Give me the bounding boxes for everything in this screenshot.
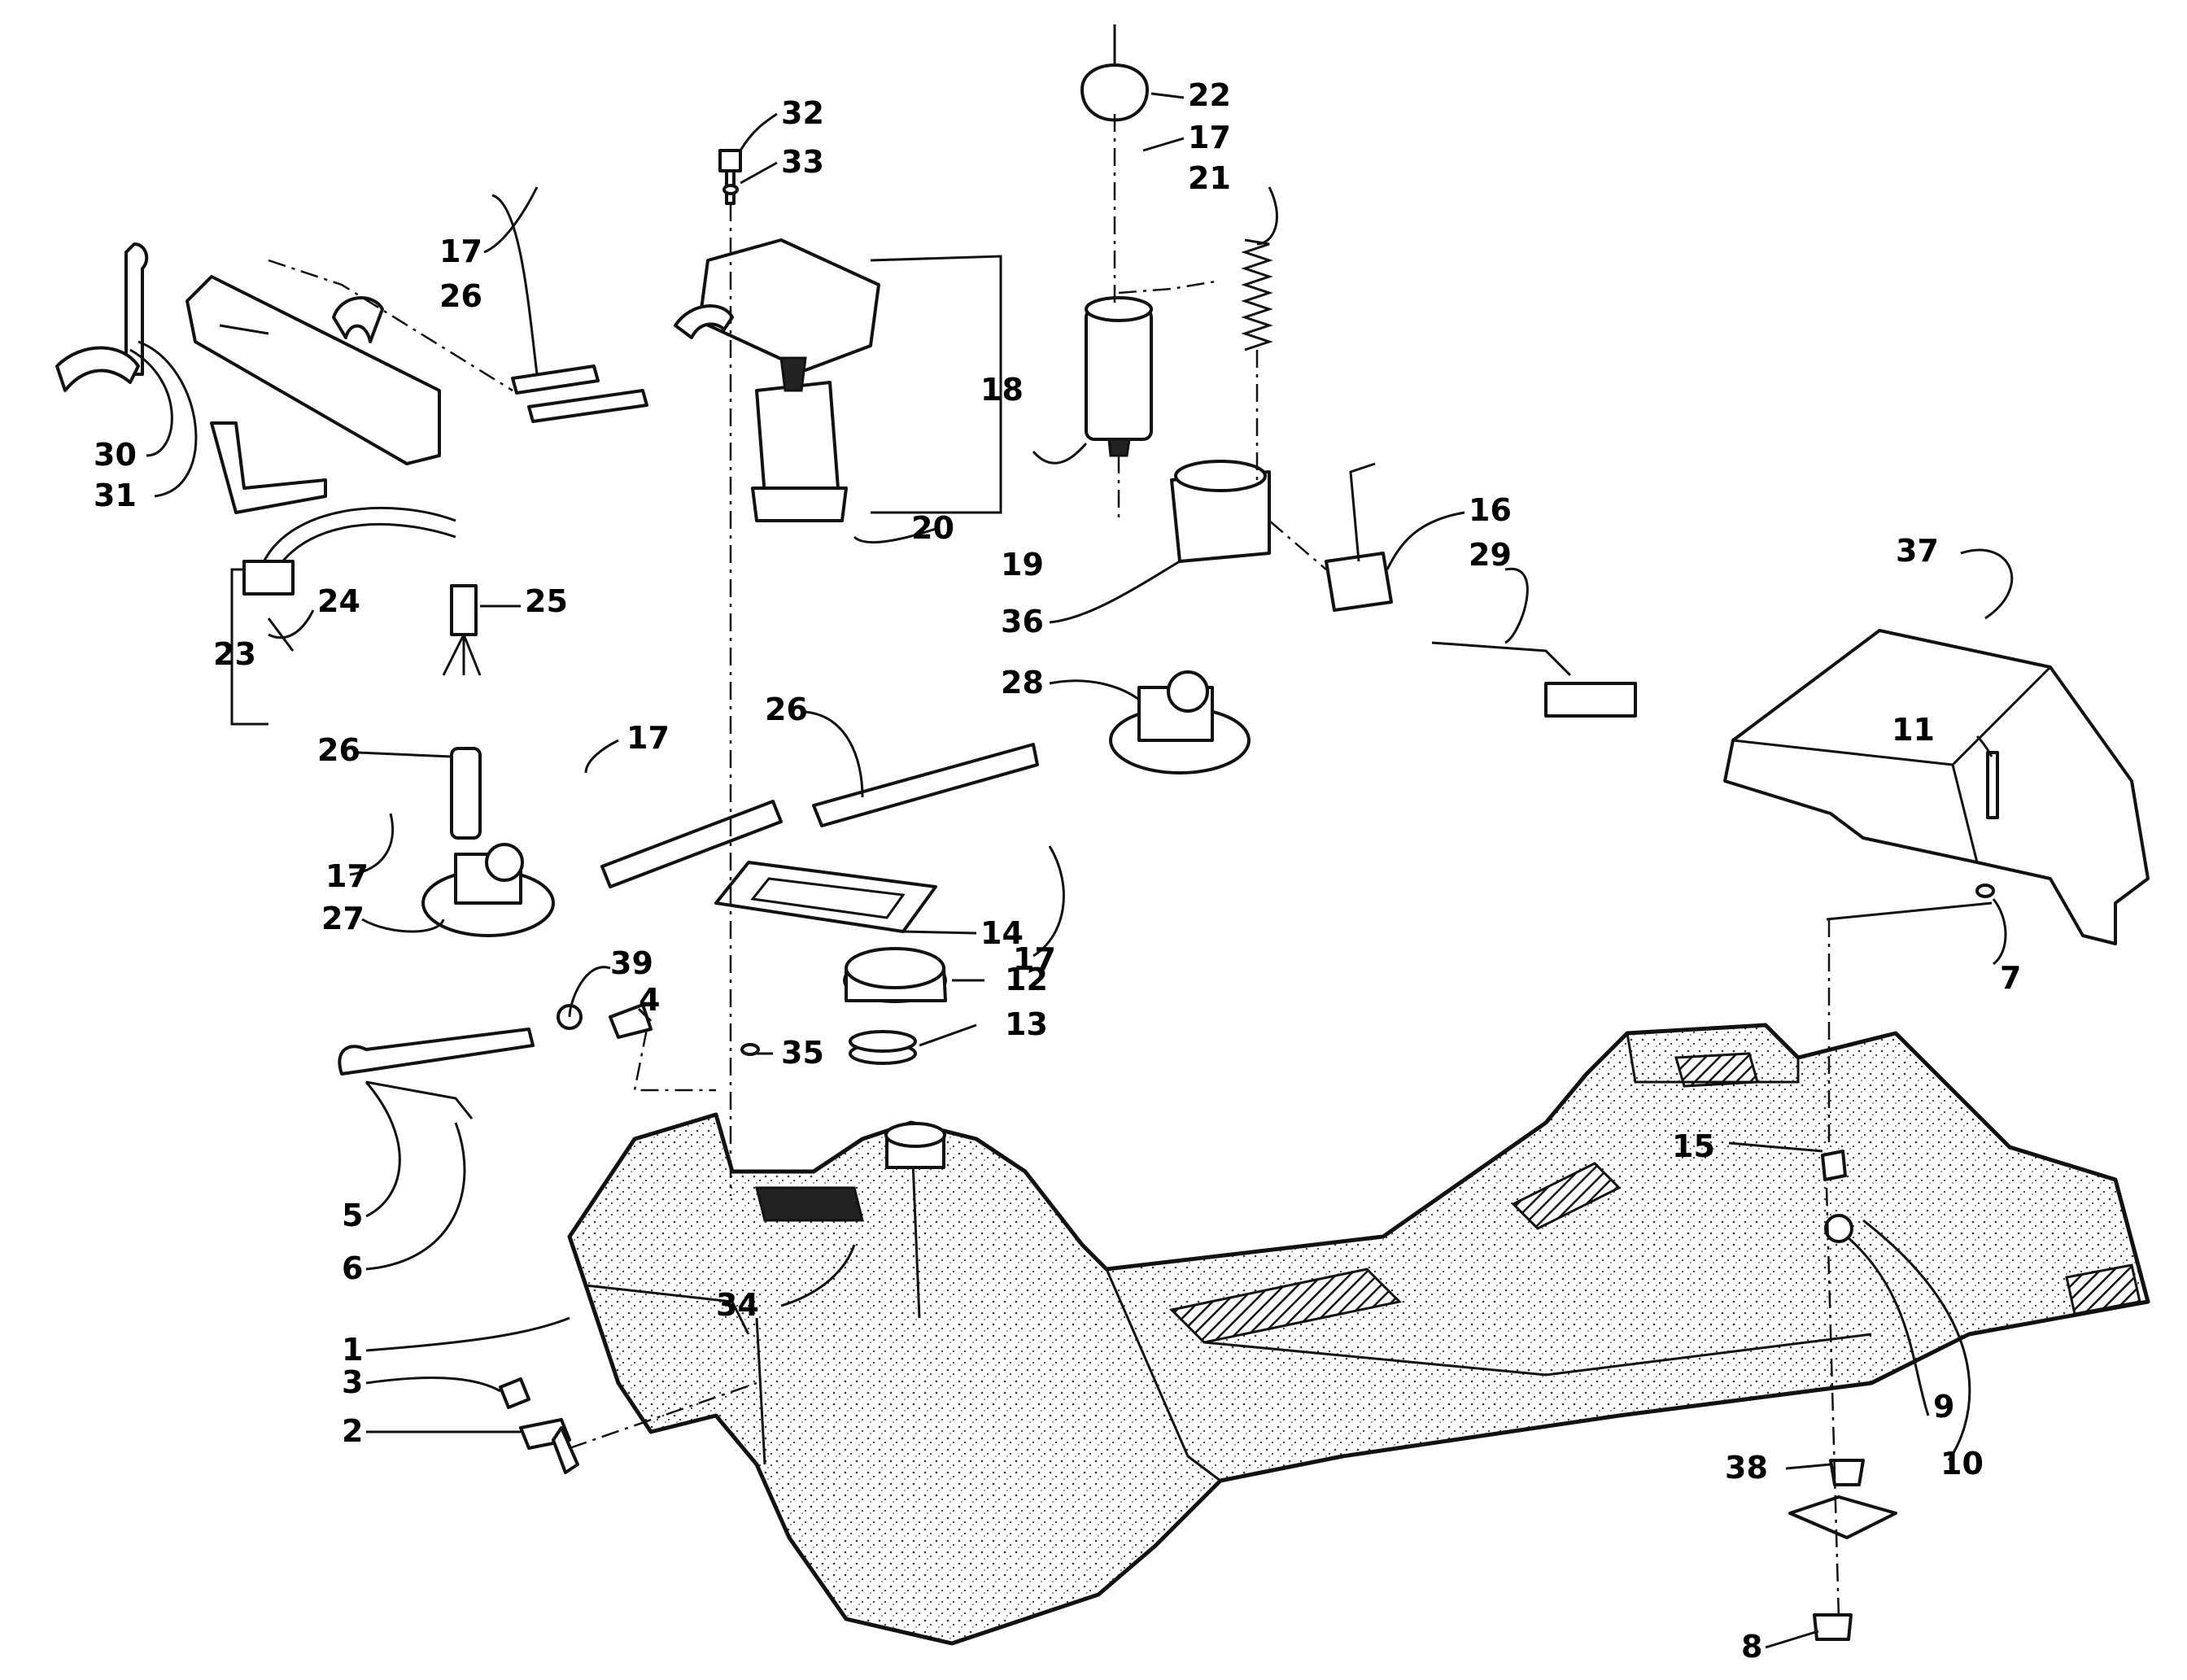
callout-15: 15	[1672, 1128, 1715, 1164]
callout-12: 12	[1005, 962, 1048, 997]
pump-housing	[1170, 460, 1271, 563]
callout-6: 6	[342, 1250, 363, 1286]
callout-26-a: 26	[439, 278, 482, 314]
callout-7: 7	[2000, 960, 2021, 996]
filler-cap	[843, 947, 947, 1003]
callouts: 1 2 3 4 5 6 7 8 9 10 11 12 13 14 15 16 1	[94, 77, 2021, 1665]
cap-gasket	[849, 1030, 917, 1065]
callout-21: 21	[1188, 160, 1231, 196]
callout-26-b: 26	[317, 732, 360, 768]
callout-17-a: 17	[439, 233, 482, 269]
fuel-level-sender	[1325, 462, 1637, 718]
callout-5: 5	[342, 1198, 363, 1233]
callout-17-d: 17	[325, 858, 369, 894]
fuel-pump-assembly	[674, 238, 880, 522]
hose-right	[812, 743, 1039, 827]
callout-11: 11	[1892, 712, 1935, 748]
callout-17-c: 17	[626, 720, 670, 756]
wiring-harness	[242, 506, 482, 676]
gasket	[714, 861, 937, 933]
callout-10: 10	[1940, 1446, 1984, 1481]
callout-36: 36	[1001, 604, 1044, 639]
callout-38: 38	[1725, 1450, 1768, 1486]
callout-18: 18	[980, 372, 1024, 408]
tank-cover	[1723, 629, 2150, 945]
callout-26-c: 26	[765, 692, 808, 727]
callout-14: 14	[980, 915, 1024, 951]
callout-29: 29	[1469, 537, 1512, 573]
callout-31: 31	[94, 478, 137, 513]
drain-plug	[499, 1377, 579, 1474]
callout-33: 33	[781, 144, 824, 180]
spring	[1241, 238, 1273, 351]
fuel-tank	[567, 1023, 2150, 1646]
assembly-lines	[219, 114, 1993, 1620]
callout-19: 19	[1001, 547, 1044, 583]
fuel-line-manifold	[55, 242, 441, 514]
callout-35: 35	[781, 1035, 824, 1071]
callout-23: 23	[213, 636, 256, 672]
callout-25: 25	[525, 583, 568, 619]
callout-13: 13	[1005, 1006, 1048, 1042]
fuel-line	[338, 1003, 653, 1119]
callout-3: 3	[342, 1364, 363, 1400]
hose-short	[450, 747, 482, 840]
callout-1: 1	[342, 1332, 363, 1368]
fuel-valve-left	[421, 843, 555, 937]
callout-17-b: 17	[1188, 120, 1231, 155]
callout-24: 24	[317, 583, 360, 619]
fuel-valve-right	[1109, 670, 1251, 775]
hose-pair	[511, 364, 648, 423]
callout-37: 37	[1896, 533, 1939, 569]
fuel-pump-motor	[1085, 296, 1153, 457]
callout-22: 22	[1188, 77, 1231, 113]
callout-34: 34	[716, 1287, 759, 1323]
callout-16: 16	[1469, 492, 1512, 528]
callout-20: 20	[911, 510, 954, 546]
callout-9: 9	[1933, 1389, 1954, 1425]
callout-8: 8	[1741, 1629, 1762, 1665]
screws	[718, 149, 760, 1056]
callout-32: 32	[781, 95, 824, 131]
callout-4: 4	[639, 982, 660, 1018]
callout-2: 2	[342, 1413, 363, 1449]
mounting-hardware	[1788, 751, 1999, 1641]
callout-27: 27	[321, 901, 364, 936]
callout-17-e: 17	[1013, 941, 1056, 977]
callout-30: 30	[94, 437, 137, 473]
hose-connector	[1080, 24, 1149, 122]
hose-left	[600, 800, 783, 888]
callout-39: 39	[610, 945, 653, 981]
callout-28: 28	[1001, 665, 1044, 700]
